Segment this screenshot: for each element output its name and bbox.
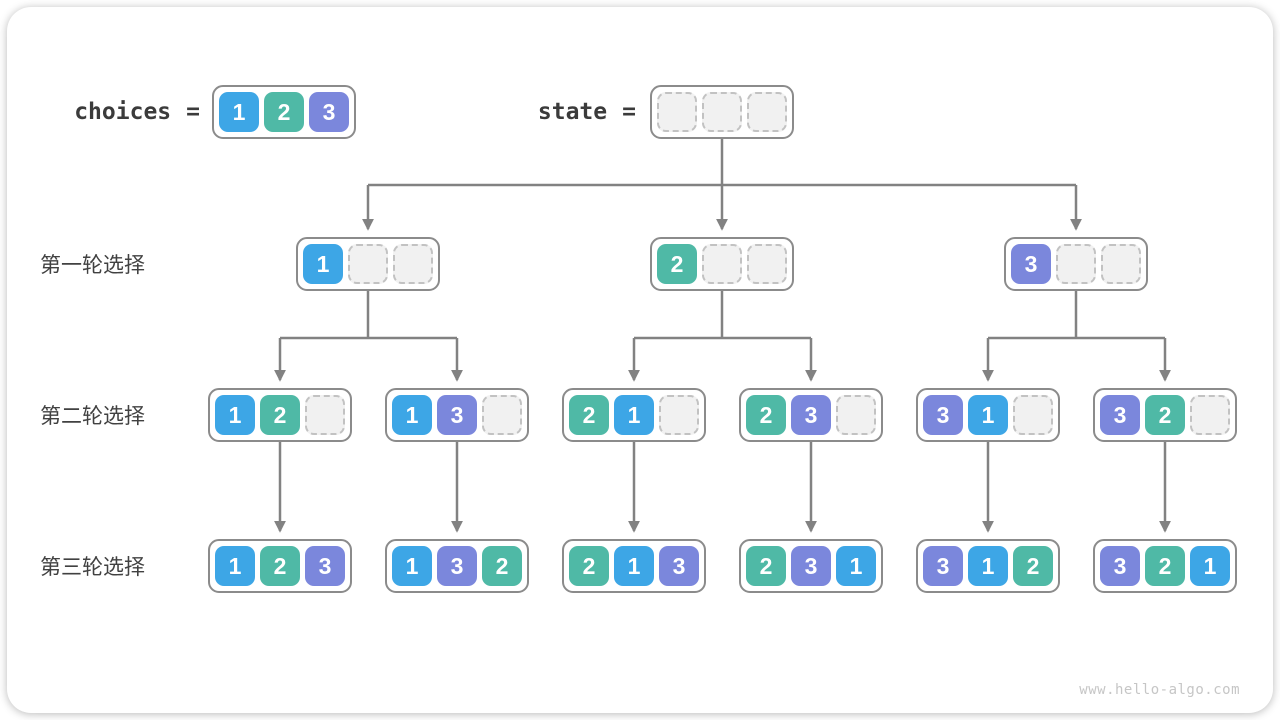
watermark: www.hello-algo.com <box>1079 682 1240 698</box>
tree-node-level1-3: 3 <box>1004 237 1148 291</box>
state-header: state = <box>0 85 636 139</box>
value-cell-1: 1 <box>392 546 432 586</box>
value-cell-2: 2 <box>1145 546 1185 586</box>
value-cell-2: 2 <box>657 244 697 284</box>
value-cell-2: 2 <box>569 395 609 435</box>
value-cell-3: 3 <box>1100 546 1140 586</box>
value-cell-1: 1 <box>392 395 432 435</box>
empty-cell <box>305 395 345 435</box>
round-1-label: 第一轮选择 <box>40 254 145 277</box>
empty-cell <box>657 92 697 132</box>
state-array <box>650 85 794 139</box>
value-cell-1: 1 <box>215 395 255 435</box>
empty-cell <box>1056 244 1096 284</box>
round-2-label: 第二轮选择 <box>40 405 145 428</box>
empty-cell <box>393 244 433 284</box>
value-cell-2: 2 <box>482 546 522 586</box>
state-label: state <box>537 99 608 125</box>
value-cell-2: 2 <box>1145 395 1185 435</box>
value-cell-2: 2 <box>260 546 300 586</box>
value-cell-3: 3 <box>923 546 963 586</box>
value-cell-1: 1 <box>614 546 654 586</box>
value-cell-3: 3 <box>659 546 699 586</box>
round-3-label: 第三轮选择 <box>40 556 145 579</box>
empty-cell <box>482 395 522 435</box>
value-cell-1: 1 <box>836 546 876 586</box>
state-equals-sign: = <box>622 99 636 125</box>
value-cell-1: 1 <box>215 546 255 586</box>
value-cell-1: 1 <box>303 244 343 284</box>
value-cell-2: 2 <box>746 546 786 586</box>
choices-header: choices = <box>0 85 200 139</box>
value-cell-1: 1 <box>219 92 259 132</box>
choices-equals-sign: = <box>186 99 200 125</box>
empty-cell <box>1190 395 1230 435</box>
value-cell-3: 3 <box>1100 395 1140 435</box>
value-cell-1: 1 <box>1190 546 1230 586</box>
value-cell-2: 2 <box>264 92 304 132</box>
empty-cell <box>747 92 787 132</box>
value-cell-3: 3 <box>923 395 963 435</box>
tree-node-level1-2: 2 <box>650 237 794 291</box>
value-cell-1: 1 <box>968 546 1008 586</box>
empty-cell <box>1101 244 1141 284</box>
value-cell-1: 1 <box>968 395 1008 435</box>
choices-label: choices <box>74 99 172 125</box>
empty-cell <box>702 92 742 132</box>
tree-node-level1-1: 1 <box>296 237 440 291</box>
value-cell-2: 2 <box>569 546 609 586</box>
value-cell-3: 3 <box>437 395 477 435</box>
value-cell-3: 3 <box>791 546 831 586</box>
empty-cell <box>747 244 787 284</box>
value-cell-3: 3 <box>791 395 831 435</box>
empty-cell <box>348 244 388 284</box>
empty-cell <box>836 395 876 435</box>
value-cell-3: 3 <box>309 92 349 132</box>
empty-cell <box>702 244 742 284</box>
value-cell-1: 1 <box>614 395 654 435</box>
value-cell-3: 3 <box>437 546 477 586</box>
value-cell-2: 2 <box>746 395 786 435</box>
value-cell-2: 2 <box>1013 546 1053 586</box>
value-cell-3: 3 <box>305 546 345 586</box>
value-cell-3: 3 <box>1011 244 1051 284</box>
empty-cell <box>1013 395 1053 435</box>
empty-cell <box>659 395 699 435</box>
value-cell-2: 2 <box>260 395 300 435</box>
